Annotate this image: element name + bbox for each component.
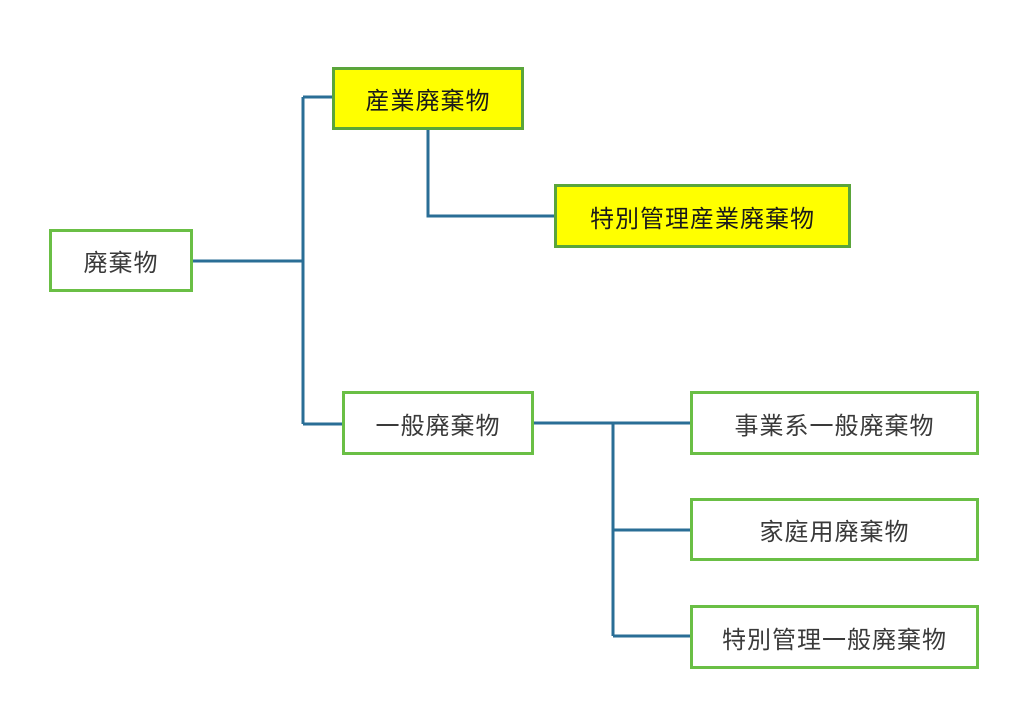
node-industrial-waste-label: 産業廃棄物	[365, 87, 491, 115]
node-industrial-waste: 産業廃棄物	[332, 67, 524, 130]
connector-industrial-to-special	[426, 128, 555, 218]
node-waste: 廃棄物	[49, 229, 193, 292]
node-household-waste-label: 家庭用廃棄物	[759, 518, 910, 546]
node-waste-label: 廃棄物	[83, 249, 159, 277]
node-general-waste: 一般廃棄物	[342, 391, 534, 455]
node-special-industrial-waste: 特別管理産業廃棄物	[554, 184, 851, 248]
node-business-general-waste-label: 事業系一般廃棄物	[734, 411, 935, 440]
node-special-industrial-waste-label: 特別管理産業廃棄物	[590, 204, 815, 233]
node-special-general-waste: 特別管理一般廃棄物	[690, 605, 979, 669]
node-special-general-waste-label: 特別管理一般廃棄物	[722, 625, 947, 654]
node-business-general-waste: 事業系一般廃棄物	[690, 391, 979, 455]
node-household-waste: 家庭用廃棄物	[690, 498, 979, 561]
node-general-waste-label: 一般廃棄物	[375, 411, 501, 440]
